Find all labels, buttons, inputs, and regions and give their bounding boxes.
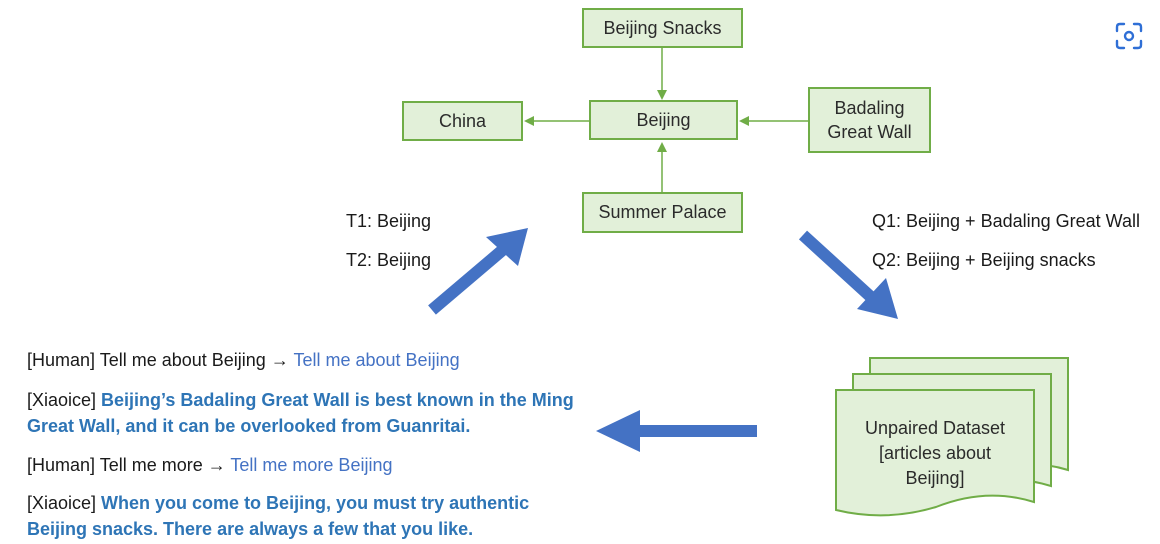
topic-t1: T1: Beijing: [346, 211, 432, 231]
dialogue-line-4: [Xiaoice] When you come to Beijing, you …: [27, 490, 587, 542]
node-beijing-snacks: Beijing Snacks: [582, 8, 743, 48]
rewritten-query: Tell me more Beijing: [225, 455, 393, 475]
speaker-label: [Human]: [27, 350, 96, 370]
node-beijing: Beijing: [589, 100, 738, 140]
node-china: China: [402, 101, 523, 141]
arrow-right-icon: →: [270, 350, 289, 370]
speaker-label: [Human]: [27, 455, 96, 475]
big-arrow-left: [596, 410, 757, 452]
xiaoice-reply: Beijing’s Badaling Great Wall is best kn…: [27, 390, 574, 437]
node-summer-palace: Summer Palace: [582, 192, 743, 233]
dialogue-line-3: [Human] Tell me more → Tell me more Beij…: [27, 452, 587, 478]
scan-icon: [1115, 22, 1143, 50]
xiaoice-reply: When you come to Beijing, you must try a…: [27, 493, 530, 540]
dataset-label: Unpaired Dataset [articles about Beijing…: [864, 418, 1006, 489]
query-q2: Q2: Beijing + Beijing snacks: [872, 250, 1096, 270]
query-q1: Q1: Beijing + Badaling Great Wall: [872, 211, 1140, 231]
visual-search-button[interactable]: [1113, 20, 1145, 52]
rewritten-query: Tell me about Beijing: [288, 350, 460, 370]
dialogue-line-1: [Human] Tell me about Beijing → Tell me …: [27, 347, 587, 373]
dataset-document-stack: [835, 357, 1069, 517]
speaker-label: [Xiaoice]: [27, 390, 97, 410]
big-arrow-up-right: [428, 228, 528, 315]
topic-t2: T2: Beijing: [346, 250, 432, 270]
speaker-label: [Xiaoice]: [27, 493, 97, 513]
node-badaling-great-wall: Badaling Great Wall: [808, 87, 931, 153]
human-utterance: Tell me about Beijing: [95, 350, 271, 370]
big-arrow-down-right: [798, 230, 898, 319]
dialogue-line-2: [Xiaoice] Beijing’s Badaling Great Wall …: [27, 387, 587, 439]
human-utterance: Tell me more: [95, 455, 208, 475]
arrow-right-icon: →: [207, 455, 226, 475]
